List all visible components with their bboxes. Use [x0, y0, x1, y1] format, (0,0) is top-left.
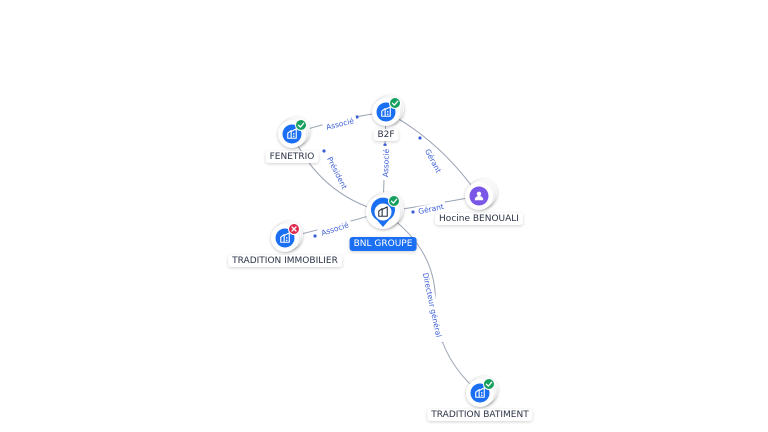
node-label-hocine-benouali[interactable]: Hocine BENOUALI [435, 213, 523, 225]
edge-label-group: Associé [380, 145, 391, 181]
node-fenetrio[interactable] [278, 117, 310, 148]
edge-bnl-groupe-b2f: Associé [380, 111, 391, 213]
building-glyph [378, 206, 388, 217]
node-label-tradition-batiment[interactable]: TRADITION BATIMENT [427, 409, 533, 421]
check-badge-icon [389, 97, 401, 109]
node-hocine-benouali[interactable] [465, 179, 497, 210]
node-label-tradition-immobilier[interactable]: TRADITION IMMOBILIER [228, 255, 342, 267]
edge-label: Associé [320, 220, 350, 237]
node-b2f[interactable] [372, 95, 404, 126]
edge-label-background [322, 115, 358, 133]
edge-label-background [317, 218, 353, 239]
edge-label: Gérant [423, 147, 443, 174]
building-icon [378, 206, 388, 217]
edge-fenetrio-bnl-groupe: Président [291, 133, 384, 213]
edge-label: Associé [325, 116, 355, 132]
edge-arrow-icon [313, 234, 317, 238]
check-badge-icon [388, 195, 400, 207]
edge-label-background [420, 266, 445, 344]
node-label-fenetrio[interactable]: FENETRIO [265, 151, 319, 163]
nodes-layer [271, 95, 498, 407]
edge-hocine-benouali-b2f: Gérant [385, 111, 480, 197]
node-label-b2f[interactable]: B2F [373, 129, 399, 141]
check-badge-icon [483, 378, 495, 390]
edge-label-background [415, 201, 447, 217]
check-badge-icon [295, 119, 307, 131]
edge-arrow-icon [411, 210, 415, 214]
edge-arrow-icon [418, 136, 422, 140]
node-bnl-groupe[interactable] [366, 192, 404, 229]
edge-label-group: Directeur général [420, 266, 445, 344]
edge-arrow-icon [383, 143, 387, 147]
node-label-bnl-groupe[interactable]: BNL GROUPE [349, 237, 417, 251]
edge-label-group: Président [323, 151, 352, 194]
edge-arrow-icon [322, 149, 326, 153]
edge-label: Président [325, 155, 349, 190]
edge-label-background [422, 145, 445, 177]
edge-label: Directeur général [421, 272, 443, 338]
edge-label-background [323, 151, 352, 194]
edge-arrow-icon [355, 115, 359, 119]
node-pin-center [374, 203, 392, 221]
edge-label: Associé [381, 148, 391, 177]
edge-label-group: Associé [322, 115, 358, 133]
close-badge-icon [288, 223, 300, 235]
edge-label-background [380, 145, 391, 181]
node-tradition-batiment[interactable] [466, 376, 498, 407]
node-tradition-immobilier[interactable] [271, 221, 303, 252]
edge-label-group: Associé [317, 218, 353, 239]
edge-label-group: Gérant [422, 145, 445, 177]
